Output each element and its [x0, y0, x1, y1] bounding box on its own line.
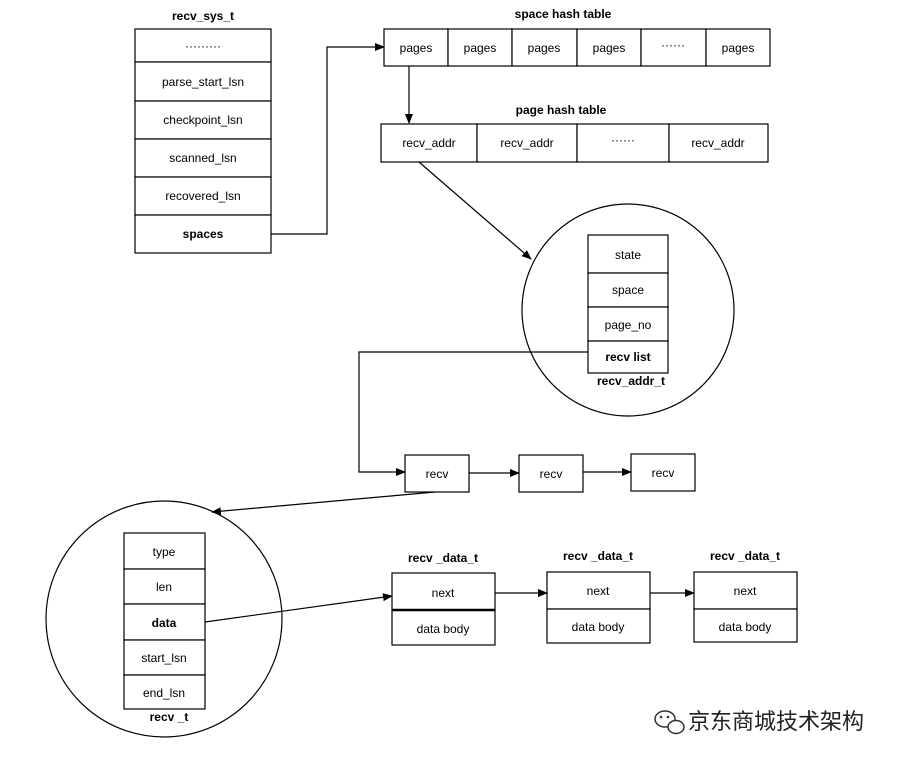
space-hash-cell-label: pages [722, 41, 755, 55]
recv-field-label: start_lsn [141, 651, 186, 665]
recv-node [404, 454, 470, 493]
recv-addr-field-label: space [612, 283, 644, 297]
recv-data-body [391, 609, 496, 646]
recv-sys-field-label: scanned_lsn [169, 151, 236, 165]
recv-node-label: recv [540, 467, 563, 481]
watermark: 京东商城技术架构 [654, 710, 864, 735]
recv-data-next [391, 572, 496, 611]
space-hash-cell [447, 28, 513, 67]
space-hash-cell-label: pages [464, 41, 497, 55]
recv-data-title: recv _data_t [563, 549, 633, 563]
recv-data-body-label: data body [417, 622, 470, 636]
recv-data-body [693, 608, 798, 643]
page-hash-cell [668, 123, 769, 163]
recv-addr-struct: state space page_no recv list recv_addr_… [521, 203, 735, 417]
recv-field-label: type [153, 545, 176, 559]
watermark-text: 京东商城技术架构 [688, 710, 864, 735]
recv-sys-field-0 [134, 28, 272, 63]
page-hash-table: page hash table recv_addr recv_addr ····… [380, 103, 769, 163]
recv-addr-field [587, 234, 669, 274]
arrow-recv-to-recv-struct [211, 491, 436, 516]
recv-data-body-label: data body [572, 620, 625, 634]
recv-addr-field-label: state [615, 248, 641, 262]
recv-circle [45, 500, 283, 738]
connectors [204, 43, 695, 623]
recv-sys-field-label: checkpoint_lsn [163, 113, 242, 127]
recv-data-title: recv _data_t [408, 551, 478, 565]
space-hash-cell-label: pages [593, 41, 626, 55]
recv-sys-field-label: parse_start_lsn [162, 75, 244, 89]
recv-addr-field-label: recv list [605, 350, 650, 364]
page-hash-cell-label: recv_addr [500, 136, 553, 150]
recv-addr-title: recv_addr_t [597, 374, 665, 388]
space-hash-cell [383, 28, 449, 67]
recv-data-node: recv _data_t next data body [391, 551, 496, 646]
recv-data-node: recv _data_t next data body [546, 549, 651, 644]
arrow-spaces-to-space-hash [271, 43, 385, 235]
recv-data-body-label: data body [719, 620, 772, 634]
recv-data-next [693, 571, 798, 610]
space-hash-table: space hash table pages pages pages pages… [383, 7, 771, 67]
recv-sys-field-1 [134, 61, 272, 102]
recv-data-next-label: next [587, 584, 610, 598]
arrow-recv-addr-to-struct [418, 161, 532, 260]
recv-data-next-label: next [734, 584, 757, 598]
space-hash-cell [705, 28, 771, 67]
page-hash-cell [380, 123, 478, 163]
recv-addr-field-label: page_no [605, 318, 652, 332]
space-hash-cell-label: pages [528, 41, 561, 55]
recv-list: recv recv recv [404, 453, 696, 493]
recv-field-label: end_lsn [143, 686, 185, 700]
page-hash-cell-label: recv_addr [402, 136, 455, 150]
space-hash-cell [511, 28, 578, 67]
page-hash-cell [476, 123, 578, 163]
page-hash-title: page hash table [516, 103, 607, 117]
recv-sys-field-5 [134, 214, 272, 254]
space-hash-cell-label: pages [400, 41, 433, 55]
arrow-recv-list-to-recv [358, 351, 588, 476]
recv-node-label: recv [426, 467, 449, 481]
page-hash-cell-label: recv_addr [691, 136, 744, 150]
recv-data-node: recv _data_t next data body [693, 549, 798, 643]
recv-node-label: recv [652, 466, 675, 480]
space-hash-title: space hash table [515, 7, 612, 21]
recv-sys-field-label: spaces [183, 227, 224, 241]
recv-addr-field [587, 340, 669, 374]
recv-field-label: len [156, 580, 172, 594]
recv-sys-struct: recv_sys_t ········· parse_start_lsn che… [134, 9, 272, 254]
space-hash-cell [576, 28, 642, 67]
recv-field [123, 532, 206, 570]
wechat-icon [654, 710, 685, 735]
recv-node [630, 453, 696, 492]
page-hash-cell-label: ······ [611, 133, 635, 147]
recv-data-body [546, 608, 651, 644]
space-hash-cell-label: ······ [661, 38, 685, 52]
arrow-data-to-recv-data [204, 593, 393, 623]
recv-data-next-label: next [432, 586, 455, 600]
recv-addr-circle [521, 203, 735, 417]
recv-sys-title: recv_sys_t [172, 9, 234, 23]
recv-field-label: data [152, 616, 177, 630]
recv-title: recv _t [150, 710, 189, 724]
recv-data-title: recv _data_t [710, 549, 780, 563]
recv-field [123, 674, 206, 710]
recv-sys-field-2 [134, 100, 272, 140]
recv-struct: type len data start_lsn end_lsn recv _t [45, 500, 283, 738]
recv-sys-field-label: recovered_lsn [165, 189, 240, 203]
recv-sys-field-label: ········· [185, 39, 221, 53]
recv-sys-field-3 [134, 138, 272, 178]
